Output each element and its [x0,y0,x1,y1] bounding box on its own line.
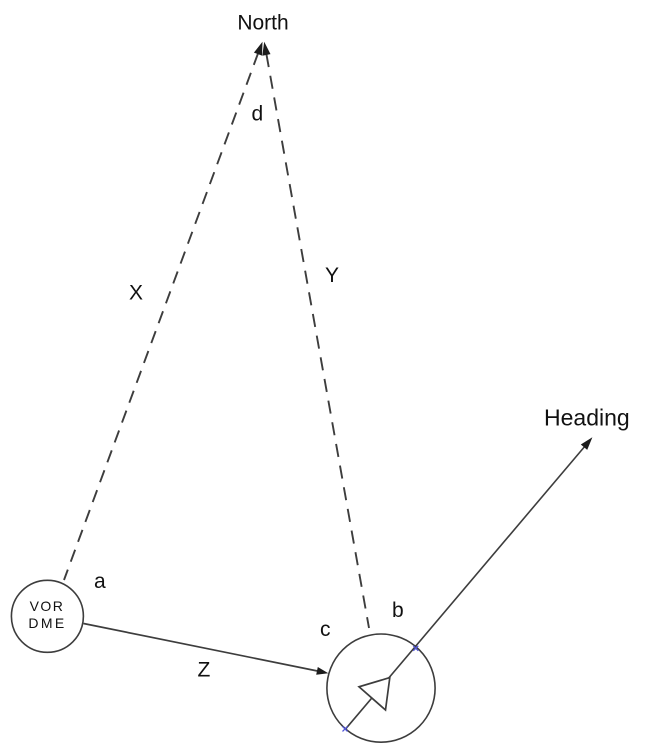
svg-text:d: d [252,103,264,126]
svg-text:X: X [129,282,143,305]
svg-text:VOR: VOR [30,598,65,614]
svg-text:North: North [237,12,288,35]
svg-text:Z: Z [198,659,211,682]
svg-text:DME: DME [28,615,66,631]
svg-text:c: c [320,618,331,641]
svg-text:a: a [94,570,106,593]
svg-text:Heading: Heading [544,405,630,431]
svg-text:b: b [392,599,404,622]
svg-text:Y: Y [325,264,339,287]
